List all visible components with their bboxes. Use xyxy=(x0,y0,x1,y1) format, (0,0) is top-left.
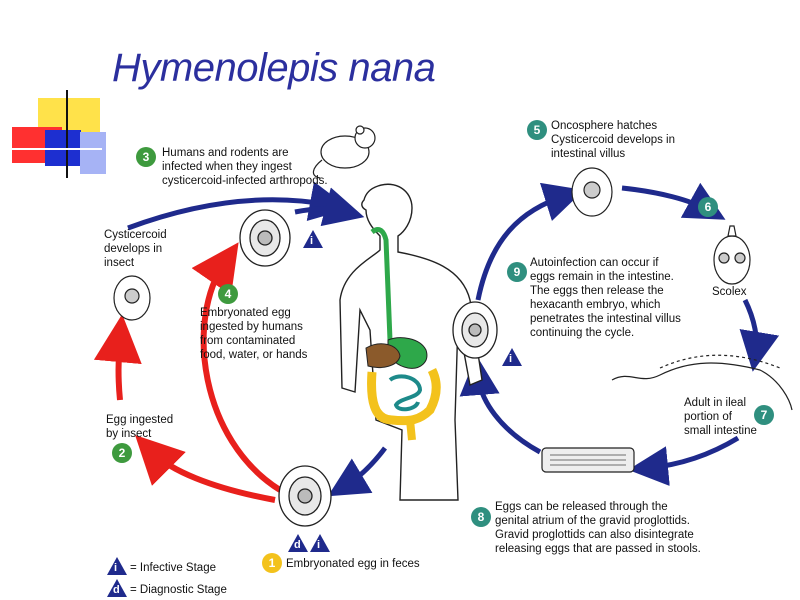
embryonated-egg-top xyxy=(239,209,291,267)
arrow-egg-to-human xyxy=(294,187,365,227)
cysticercoid-villus xyxy=(571,167,613,217)
legend-diagnostic-letter: d xyxy=(113,584,120,596)
rat-illustration xyxy=(312,125,376,179)
arrow-autoinfection xyxy=(475,182,585,301)
arrow-scolex-to-adult xyxy=(739,298,780,372)
step-9-badge: 9 xyxy=(507,262,527,282)
infective-marker-autoinfection xyxy=(502,348,522,366)
infective-marker-top xyxy=(303,230,323,248)
step-9-text: Autoinfection can occur if eggs remain i… xyxy=(530,257,681,339)
infective-mark-top-letter: i xyxy=(310,235,314,247)
step-3-badge: 3 xyxy=(136,147,156,167)
step-4-text: Embryonated egg ingested by humans from … xyxy=(200,307,308,361)
step-5-text: Oncosphere hatches Cysticercoid develops… xyxy=(551,120,676,160)
arrow-insect-to-human xyxy=(127,181,350,231)
step-2-badge: 2 xyxy=(112,443,132,463)
step-8-text: Eggs can be released through the genital… xyxy=(495,501,701,555)
arrow-feces-to-embryonated xyxy=(191,242,282,493)
legend-diagnostic-label: = Diagnostic Stage xyxy=(130,584,227,596)
step-8-badge: 8 xyxy=(471,507,491,527)
arrow-proglottid-to-egg xyxy=(459,355,542,455)
step-5-badge: 5 xyxy=(527,120,547,140)
liver xyxy=(365,343,401,369)
arrow-human-to-feces xyxy=(327,446,387,497)
rectum xyxy=(406,419,416,441)
egg-autoinfection xyxy=(452,301,498,359)
step-3-text: Humans and rodents are infected when the… xyxy=(162,147,328,187)
step-7-text: Adult in ileal portion of small intestin… xyxy=(684,397,757,437)
infective-marker-feces xyxy=(310,534,330,552)
scolex-illustration xyxy=(713,225,751,285)
step-4-badge: 4 xyxy=(218,284,238,304)
legend-infective-label: = Infective Stage xyxy=(130,562,216,574)
adult-tapeworm xyxy=(611,354,793,411)
legend-diagnostic-icon xyxy=(107,579,127,597)
step-1-badge: 1 xyxy=(262,553,282,573)
cysticercoid-label: Cysticercoid develops in insect xyxy=(104,229,167,269)
legend-infective-icon xyxy=(107,557,127,575)
diagnostic-mark-feces-letter: d xyxy=(294,539,301,551)
step-1-text: Embryonated egg in feces xyxy=(286,558,420,570)
diagnostic-marker-feces xyxy=(288,534,308,552)
arrow-egg-ingested-up xyxy=(93,314,142,401)
page-title: Hymenolepis nana xyxy=(112,46,436,90)
esophagus xyxy=(370,227,393,341)
step-6-badge: 6 xyxy=(698,197,718,217)
legend-infective-letter: i xyxy=(114,562,118,574)
infective-mark-feces-letter: i xyxy=(317,539,321,551)
step-6-text: Scolex xyxy=(712,286,747,298)
arrow-oncosphere-to-scolex xyxy=(621,182,726,220)
gravid-proglottid xyxy=(541,447,635,473)
step-2-text: Egg ingested by insect xyxy=(106,414,174,440)
embryonated-egg-feces xyxy=(278,465,332,527)
infective-mark-auto-letter: i xyxy=(509,353,513,365)
small-intestine xyxy=(388,374,423,412)
step-7-badge: 7 xyxy=(754,405,774,425)
arrow-feces-to-insect xyxy=(135,435,276,503)
cysticercoid-insect xyxy=(113,275,151,321)
arrow-adult-to-proglottid xyxy=(628,435,740,487)
